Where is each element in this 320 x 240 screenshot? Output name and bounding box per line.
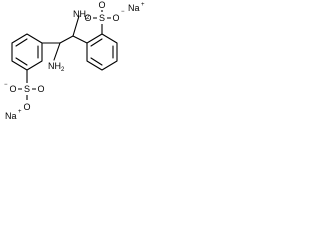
- left-oxygen-right-label: O: [37, 84, 44, 94]
- amine-top-sub: 2: [86, 15, 90, 21]
- right-oxygen-left-label-bg: [83, 12, 93, 24]
- sodium-top-charge: +: [141, 2, 145, 8]
- right-oxygen-left-label: O: [84, 13, 91, 23]
- amine-top-main: NH: [73, 9, 86, 19]
- amine-bottom-main: NH: [48, 61, 61, 71]
- right-oxygen-right-label-bg: [111, 12, 121, 24]
- left-oxygen-left-label-bg: [8, 83, 18, 95]
- right-sulfur-label: S: [99, 13, 105, 23]
- left-oxygen-right-label-bg: [36, 83, 46, 95]
- left-benzene-ring: [11, 33, 43, 71]
- sodium-top-label: Na: [128, 3, 140, 13]
- left-sulfur-label: S: [24, 84, 30, 94]
- left-oxygen-bottom-label-bg: [22, 100, 32, 112]
- chemical-structure: S O O O − S O O O − NH2 NH2 Na + Na +: [4, 0, 145, 121]
- amine-bottom-label: NH2: [48, 61, 65, 73]
- left-ring-double-bond-1: [15, 38, 28, 47]
- left-oxygen-bottom-label: O: [23, 102, 30, 112]
- left-ring-outline: [11, 33, 43, 71]
- right-ring-double-bond-3: [90, 57, 103, 66]
- amine-top-label: NH2: [73, 9, 90, 21]
- bond-c1-to-c2: [59, 35, 74, 44]
- left-oxygen-left-label: O: [9, 84, 16, 94]
- bond-c2-to-right-ring: [72, 35, 88, 44]
- right-oxygen-right-label: O: [112, 13, 119, 23]
- amine-bottom-sub: 2: [61, 67, 65, 73]
- left-oxygen-charge: −: [4, 82, 8, 88]
- right-benzene-ring: [86, 33, 118, 71]
- left-sulfur-label-bg: [22, 83, 32, 95]
- bond-c1-to-amine-bottom: [53, 42, 61, 61]
- right-sulfur-label-bg: [97, 12, 107, 24]
- right-ring-double-bond-1: [90, 38, 103, 47]
- right-oxygen-top-label: O: [98, 0, 105, 10]
- sodium-bottom-label: Na: [5, 111, 17, 121]
- sodium-bottom-charge: +: [18, 109, 22, 115]
- right-oxygen-charge: −: [121, 9, 125, 15]
- right-oxygen-top-label-bg: [97, 0, 107, 10]
- left-ring-double-bond-3: [15, 57, 28, 66]
- bond-c2-to-amine-top: [72, 15, 80, 37]
